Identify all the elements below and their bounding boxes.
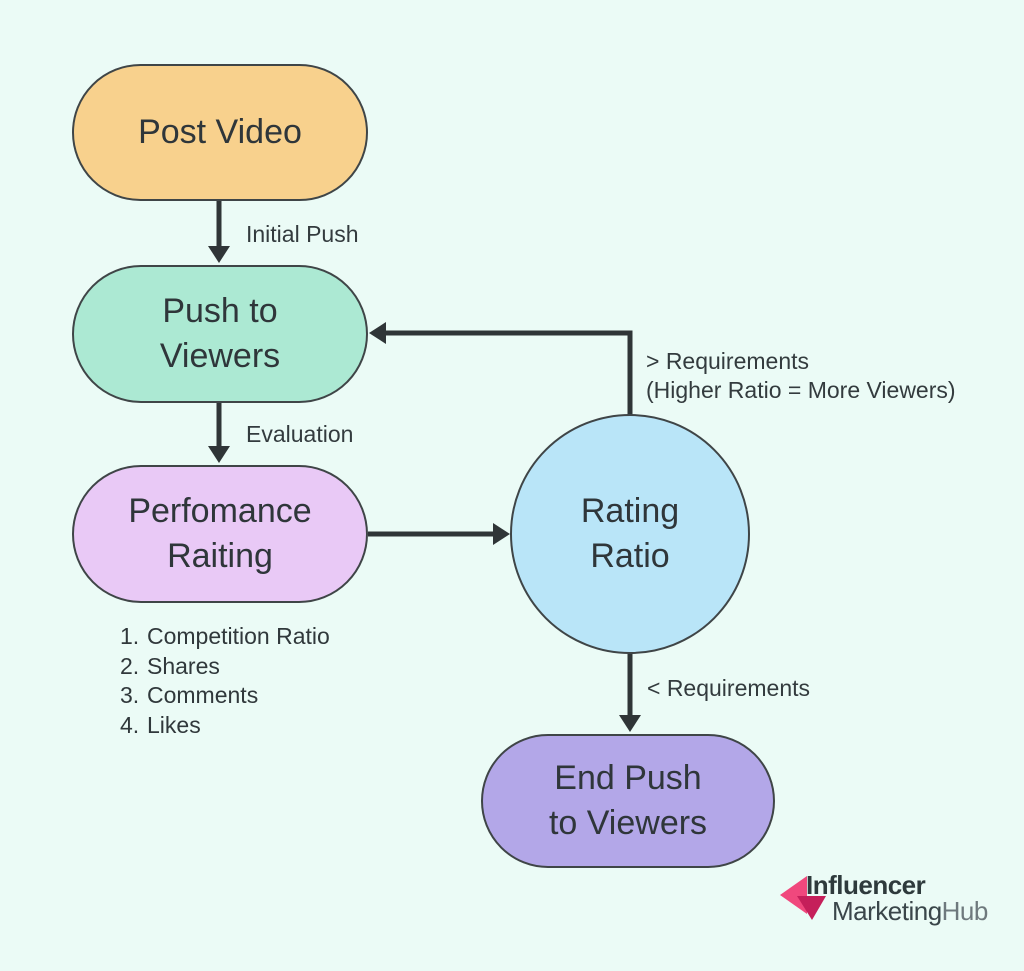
node-post-video-label: Post Video <box>138 113 302 151</box>
node-end-push-to-viewers: End Push to Viewers <box>481 734 775 868</box>
arrow-rating-to-push-feedback <box>369 322 633 415</box>
node-performance-rating-label: Perfomance Raiting <box>128 492 312 575</box>
node-performance-rating: Perfomance Raiting <box>72 465 368 603</box>
list-item: 3. Comments <box>120 682 259 708</box>
edge-label-evaluation: Evaluation <box>246 421 354 447</box>
node-end-push-to-viewers-label: End Push to Viewers <box>548 759 708 842</box>
edge-label-initial-push: Initial Push <box>246 221 359 247</box>
criteria-list: 1. Competition Ratio 2. Shares 3. Commen… <box>120 623 330 741</box>
node-rating-ratio-label: Rating Ratio <box>580 492 680 575</box>
edge-label-below-requirements: < Requirements <box>647 675 810 701</box>
node-push-to-viewers-label: Push to Viewers <box>159 292 281 375</box>
arrow-post-to-push <box>208 200 230 263</box>
logo-text-marketinghub: MarketingHub <box>832 896 988 926</box>
list-item: 2. Shares <box>120 652 220 679</box>
node-rating-ratio: Rating Ratio <box>510 414 750 654</box>
node-post-video: Post Video <box>72 64 368 201</box>
node-push-to-viewers: Push to Viewers <box>72 265 368 403</box>
arrow-push-to-performance <box>208 402 230 463</box>
logo-arrow-icon <box>780 876 826 920</box>
list-item: 4. Likes <box>120 711 201 738</box>
list-item: 1. Competition Ratio <box>120 623 330 649</box>
arrow-performance-to-rating <box>368 523 510 545</box>
logo-text-influencer: Influencer <box>806 870 926 900</box>
arrow-rating-to-end <box>619 653 641 732</box>
edge-label-above-requirements: > Requirements (Higher Ratio = More View… <box>646 348 956 403</box>
